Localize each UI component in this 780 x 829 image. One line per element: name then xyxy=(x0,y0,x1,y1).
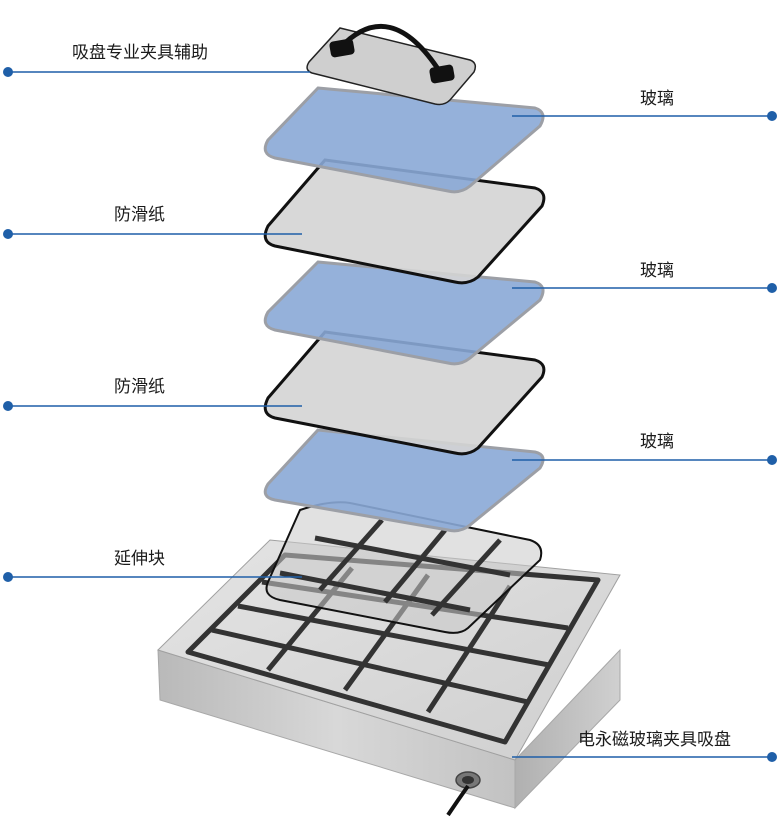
leader-dots xyxy=(3,67,777,762)
dot-paper-2 xyxy=(3,401,13,411)
label-glass-3: 玻璃 xyxy=(640,432,674,452)
label-suction-helper: 吸盘专业夹具辅助 xyxy=(72,43,208,63)
glass-plate-2 xyxy=(263,260,545,366)
leader-lines xyxy=(8,71,772,758)
suction-helper-tool xyxy=(306,23,477,106)
chuck-right-face xyxy=(514,648,621,810)
label-extension-block: 延伸块 xyxy=(114,549,165,569)
label-glass-1: 玻璃 xyxy=(640,89,674,109)
glass-plate-1 xyxy=(263,86,545,194)
dot-glass-1 xyxy=(767,111,777,121)
dot-paper-1 xyxy=(3,229,13,239)
dot-suction-helper xyxy=(3,67,13,77)
label-glass-2: 玻璃 xyxy=(640,261,674,281)
dot-extension-block xyxy=(3,572,13,582)
dot-glass-3 xyxy=(767,455,777,465)
extension-block-plate xyxy=(265,501,543,634)
glass-plate-3 xyxy=(263,428,545,533)
dot-glass-2 xyxy=(767,283,777,293)
anti-slip-paper-2 xyxy=(263,330,546,456)
label-anti-slip-paper-1: 防滑纸 xyxy=(114,205,165,225)
anti-slip-paper-1 xyxy=(263,158,546,285)
label-anti-slip-paper-2: 防滑纸 xyxy=(114,377,165,397)
dot-chuck xyxy=(767,752,777,762)
label-magnetic-chuck: 电永磁玻璃夹具吸盘 xyxy=(578,730,731,750)
chuck-cable-connector xyxy=(446,771,481,817)
